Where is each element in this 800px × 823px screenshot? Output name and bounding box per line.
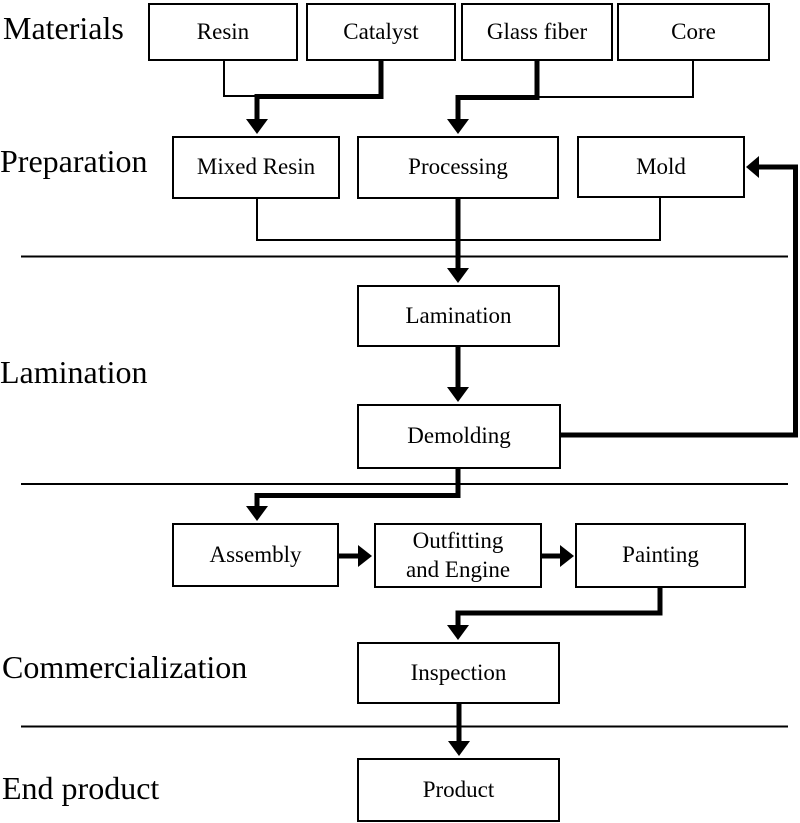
edge-painting-to-inspection	[455, 587, 663, 625]
node-glass-fiber: Glass fiber	[461, 3, 613, 61]
stage-label-preparation: Preparation	[0, 143, 148, 179]
node-painting-label: Painting	[622, 542, 699, 568]
node-inspection-label: Inspection	[410, 659, 507, 685]
arrowhead-into-inspection	[447, 625, 469, 640]
edge-catalyst-to-mixed-resin	[254, 61, 384, 119]
arrowhead-into-mixed-resin	[246, 119, 268, 134]
node-resin-label: Resin	[196, 18, 250, 44]
edge-demolding-to-mold-feedback	[560, 164, 798, 438]
node-catalyst-label: Catalyst	[343, 18, 419, 44]
node-outfitting-label: Outfitting and Engine	[406, 527, 510, 585]
node-inspection: Inspection	[357, 642, 560, 704]
stage-label-materials: Materials	[3, 10, 124, 46]
arrowhead-into-outfitting	[358, 545, 372, 567]
node-outfitting-label-line2: and Engine	[405, 556, 511, 582]
node-demolding: Demolding	[357, 404, 561, 469]
node-product: Product	[357, 758, 560, 822]
node-processing: Processing	[357, 136, 559, 199]
node-core: Core	[617, 3, 770, 61]
node-lamination: Lamination	[357, 285, 560, 347]
node-demolding-label: Demolding	[407, 423, 511, 449]
node-core-label: Core	[671, 18, 716, 44]
edge-glassfiber-to-processing	[455, 61, 540, 119]
edge-core-join	[537, 61, 694, 98]
stage-label-end-product: End product	[2, 770, 160, 806]
node-processing-label: Processing	[408, 154, 508, 180]
node-lamination-label: Lamination	[405, 302, 512, 328]
node-glass-fiber-label: Glass fiber	[486, 18, 588, 44]
stage-label-lamination: Lamination	[0, 354, 148, 390]
node-painting: Painting	[575, 523, 746, 588]
node-assembly: Assembly	[172, 523, 339, 587]
arrowhead-into-lamination	[447, 268, 469, 283]
node-mixed-resin-label: Mixed Resin	[196, 154, 316, 180]
node-resin: Resin	[148, 3, 298, 61]
arrowhead-into-mold	[746, 156, 759, 178]
stage-label-commercialization: Commercialization	[2, 649, 248, 685]
arrowhead-into-demolding	[447, 387, 469, 402]
edge-resin-join	[223, 61, 260, 97]
arrowhead-into-processing	[447, 119, 469, 134]
node-product-label: Product	[422, 776, 495, 802]
node-mold: Mold	[577, 136, 745, 198]
arrowhead-into-product	[448, 741, 470, 756]
edge-demolding-to-assembly	[254, 468, 461, 506]
node-mold-label: Mold	[636, 153, 686, 179]
node-outfitting-and-engine: Outfitting and Engine	[374, 523, 542, 588]
arrowhead-into-painting	[560, 545, 574, 567]
node-catalyst: Catalyst	[306, 3, 456, 61]
node-mixed-resin: Mixed Resin	[172, 136, 340, 199]
arrowhead-into-assembly	[246, 506, 268, 521]
node-outfitting-label-line1: Outfitting	[412, 527, 504, 553]
node-assembly-label: Assembly	[209, 541, 302, 567]
